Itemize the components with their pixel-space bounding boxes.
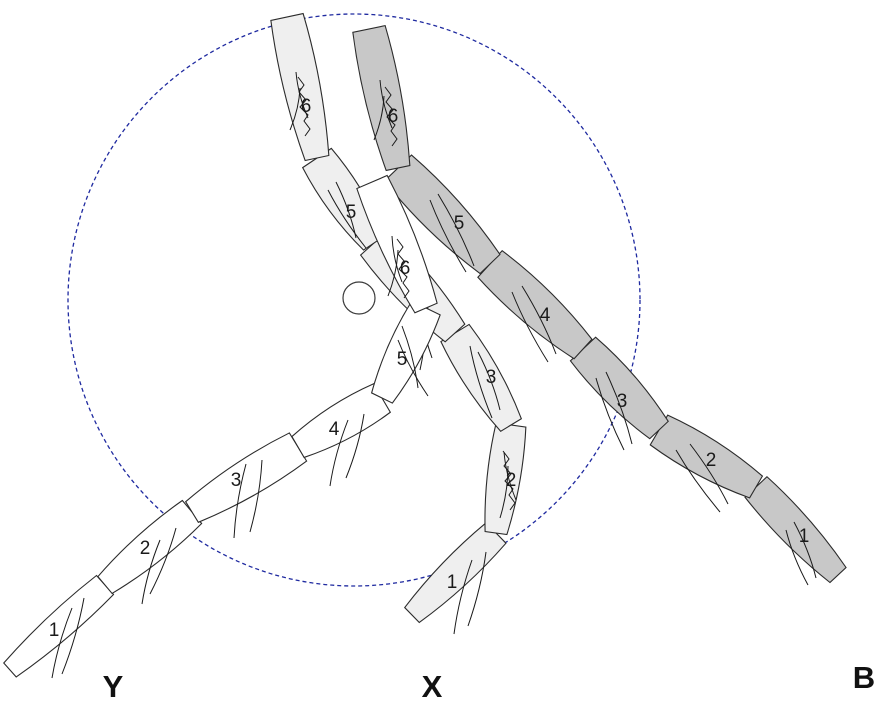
chain-b-segment-1	[745, 477, 846, 583]
chain-y-segment-4-label: 4	[329, 419, 340, 440]
chain-y-segment-3-label: 3	[231, 470, 242, 491]
chain-b-segment-4	[478, 251, 592, 359]
chain-b-segment-1-label: 1	[799, 526, 810, 547]
chain-b-segment-4-label: 4	[540, 305, 551, 326]
chain-x-segment-6	[271, 14, 329, 161]
chain-y-segment-1-label: 1	[49, 620, 60, 641]
center-marker	[343, 282, 375, 314]
chain-x-segment-6-label: 6	[301, 96, 312, 117]
chain-b-segment-3	[570, 337, 668, 438]
chain-b-segment-3-label: 3	[617, 391, 628, 412]
chain-y-segment-6-label: 6	[400, 258, 411, 279]
chain-y-segment-3	[186, 433, 307, 522]
chain-b-segment-2-label: 2	[706, 450, 717, 471]
chain-label-x: X	[422, 669, 443, 701]
figure-label: B	[853, 660, 875, 695]
chain-x-segment-5-label: 5	[346, 202, 357, 223]
chain-y-segment-2-label: 2	[140, 538, 151, 559]
chain-y-segment-5-label: 5	[397, 349, 408, 370]
chain-b-segment-6-label: 6	[388, 106, 399, 127]
chain-x-segment-2-label: 2	[506, 470, 517, 491]
chain-x-segment-3	[441, 324, 521, 431]
chain-x-segment-3-label: 3	[486, 367, 497, 388]
chain-label-y: Y	[103, 669, 124, 701]
chain-b-segment-6	[353, 26, 410, 171]
chain-x-segment-1-label: 1	[447, 572, 458, 593]
chain-b-segment-5-label: 5	[454, 213, 465, 234]
